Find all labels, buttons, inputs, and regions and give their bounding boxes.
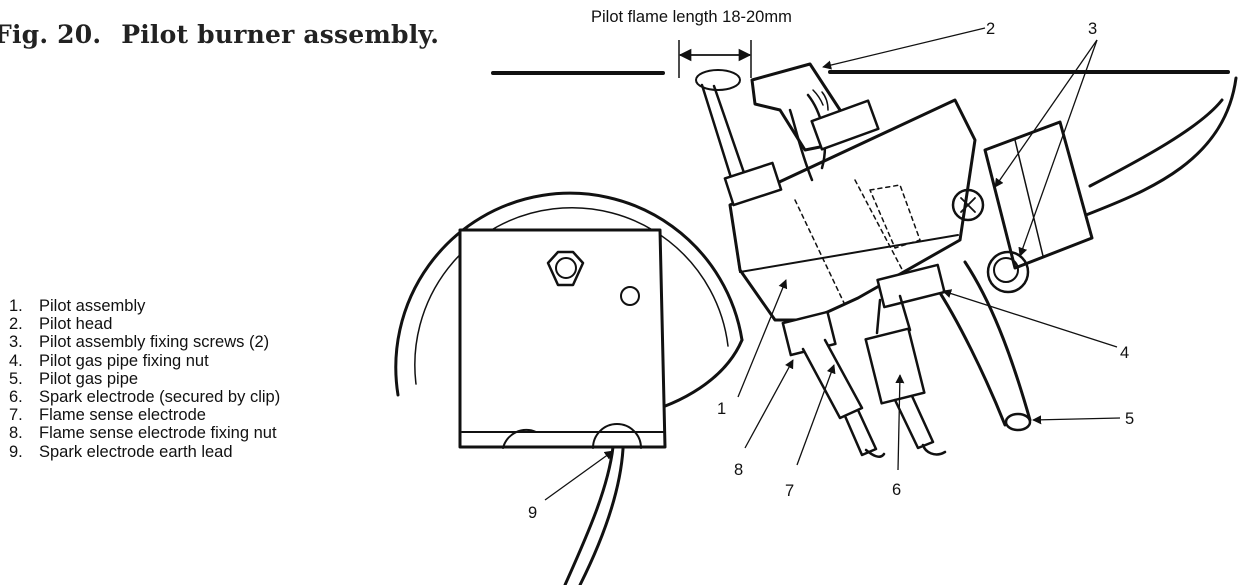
figure-number: Fig. 20.	[0, 20, 102, 49]
leader-line-9	[544, 450, 614, 501]
pilot-head	[695, 62, 880, 207]
legend-text: Flame sense electrode fixing nut	[39, 424, 277, 443]
callout-5: 5	[1125, 410, 1134, 428]
leader-line-1	[737, 279, 788, 398]
legend-number: 4.	[9, 351, 23, 370]
legend-item: 3. Pilot assembly fixing screws (2)	[9, 333, 280, 351]
callout-9: 9	[528, 504, 537, 522]
legend-text: Pilot gas pipe fixing nut	[39, 351, 209, 370]
mounting-block	[951, 120, 1094, 294]
earth-lead	[563, 445, 625, 585]
legend-text: Pilot gas pipe	[39, 369, 139, 388]
legend-number: 7.	[9, 406, 23, 425]
legend-text: Pilot head	[39, 315, 113, 334]
legend-item: 1. Pilot assembly	[9, 297, 280, 315]
legend-number: 9.	[9, 442, 23, 461]
pilot-body	[728, 98, 977, 322]
legend-number: 3.	[9, 333, 23, 352]
leader-line-3b	[1018, 39, 1098, 257]
leader-line-6	[895, 374, 905, 471]
pilot-gas-pipe	[933, 76, 1238, 432]
legend-item: 5. Pilot gas pipe	[9, 370, 280, 388]
parts-legend: 1. Pilot assembly 2. Pilot head 3. Pilot as…	[9, 297, 280, 461]
callout-4: 4	[1120, 344, 1129, 362]
leader-line-2	[822, 27, 986, 70]
flame-length-label: Pilot flame length 18-20mm	[591, 8, 792, 26]
legend-number: 8.	[9, 424, 23, 443]
electrodes	[781, 263, 947, 458]
callout-6: 6	[892, 481, 901, 499]
figure-caption: Pilot burner assembly.	[121, 20, 440, 49]
leader-line-4	[942, 289, 1118, 348]
legend-item: 9. Spark electrode earth lead	[9, 443, 280, 461]
leader-line-3a	[994, 39, 1098, 188]
callout-1: 1	[717, 400, 726, 418]
callout-7: 7	[785, 482, 794, 500]
leader-line-5	[1032, 415, 1121, 425]
legend-text: Spark electrode (secured by clip)	[39, 388, 281, 407]
legend-item: 2. Pilot head	[9, 315, 280, 333]
legend-item: 8. Flame sense electrode fixing nut	[9, 424, 280, 442]
legend-number: 6.	[9, 388, 23, 407]
callout-3: 3	[1088, 20, 1097, 38]
callout-8: 8	[734, 461, 743, 479]
legend-number: 2.	[9, 315, 23, 334]
legend-item: 4. Pilot gas pipe fixing nut	[9, 352, 280, 370]
bracket-plate	[458, 228, 667, 449]
legend-item: 6. Spark electrode (secured by clip)	[9, 388, 280, 406]
chamber-top-edge	[491, 70, 1230, 75]
leader-line-8	[744, 359, 794, 449]
legend-text: Pilot assembly	[39, 297, 146, 315]
legend-number: 5.	[9, 369, 23, 388]
figure-title: Fig. 20. Pilot burner assembly.	[0, 20, 439, 49]
callout-2: 2	[986, 20, 995, 38]
legend-text: Pilot assembly fixing screws (2)	[39, 333, 270, 352]
leader-line-7	[796, 364, 836, 466]
legend-text: Spark electrode earth lead	[39, 442, 233, 461]
legend-text: Flame sense electrode	[39, 406, 206, 425]
legend-item: 7. Flame sense electrode	[9, 406, 280, 424]
legend-number: 1.	[9, 297, 23, 315]
